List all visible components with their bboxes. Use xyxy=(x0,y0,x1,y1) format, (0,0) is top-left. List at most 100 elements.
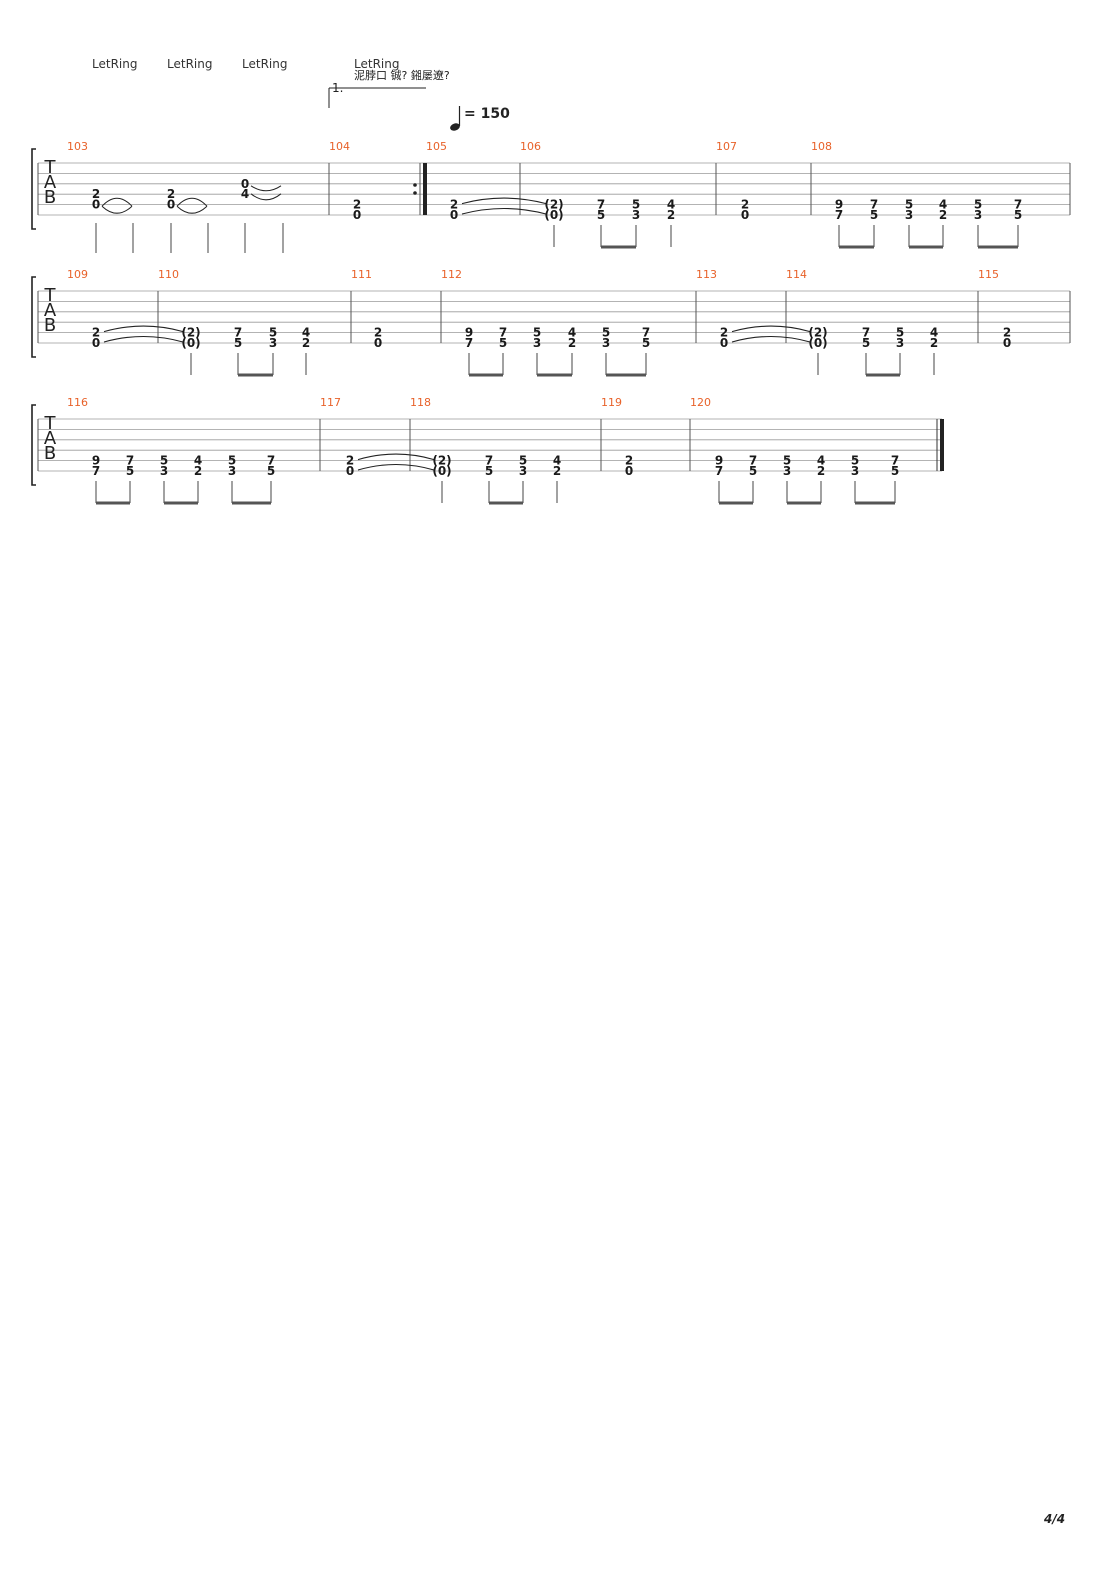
fret-number: 2 xyxy=(194,464,202,478)
fret-number: 2 xyxy=(302,336,310,350)
fret-number: 3 xyxy=(783,464,791,478)
fret-number: 4 xyxy=(568,326,576,340)
measure-number: 118 xyxy=(410,396,431,409)
tie xyxy=(731,336,811,343)
measure-number: 106 xyxy=(520,140,541,153)
repeat-dot xyxy=(413,191,417,195)
measure-number: 113 xyxy=(696,268,717,281)
fret-number: 5 xyxy=(602,326,610,340)
let-ring-label: LetRing xyxy=(242,57,287,71)
fret-number: 7 xyxy=(862,326,870,340)
fret-number: 9 xyxy=(465,326,473,340)
tie xyxy=(101,205,133,214)
tab-system: TAB11697755342537511720118(2)(0)75534211… xyxy=(31,396,944,505)
fret-number: 2 xyxy=(92,326,100,340)
fret-number: 4 xyxy=(939,198,947,212)
fret-number: 0 xyxy=(374,336,382,350)
fret-number: 7 xyxy=(126,454,134,468)
measure-number: 109 xyxy=(67,268,88,281)
fret-number: 4 xyxy=(930,326,938,340)
fret-number: (2) xyxy=(432,454,451,468)
fret-number: 5 xyxy=(228,454,236,468)
fret-number: 0 xyxy=(625,464,633,478)
fret-number: 5 xyxy=(862,336,870,350)
fret-number: 9 xyxy=(835,198,843,212)
fret-number: 5 xyxy=(974,198,982,212)
fret-number: 3 xyxy=(533,336,541,350)
tie xyxy=(461,207,547,215)
fret-number: 3 xyxy=(905,208,913,222)
fret-number: 3 xyxy=(896,336,904,350)
measure-number: 115 xyxy=(978,268,999,281)
fret-number: (2) xyxy=(544,198,563,212)
fret-number: 2 xyxy=(450,198,458,212)
measure-number: 120 xyxy=(690,396,711,409)
fret-number: 2 xyxy=(353,198,361,212)
fret-number: 5 xyxy=(499,336,507,350)
measure-number: 103 xyxy=(67,140,88,153)
fret-number: 0 xyxy=(1003,336,1011,350)
fret-number: 7 xyxy=(835,208,843,222)
fret-number: 5 xyxy=(632,198,640,212)
fret-number: 4 xyxy=(817,454,825,468)
fret-number: 7 xyxy=(267,454,275,468)
fret-number: 0 xyxy=(353,208,361,222)
fret-number: 3 xyxy=(228,464,236,478)
fret-number: 5 xyxy=(519,454,527,468)
fret-number: 0 xyxy=(346,464,354,478)
fret-number: 7 xyxy=(499,326,507,340)
fret-number: (2) xyxy=(181,326,200,340)
tab-clef-letter: T xyxy=(44,413,57,434)
fret-number: 4 xyxy=(553,454,561,468)
fret-number: 5 xyxy=(126,464,134,478)
measure-number: 105 xyxy=(426,140,447,153)
measure-number: 112 xyxy=(441,268,462,281)
fret-number: 5 xyxy=(533,326,541,340)
fret-number: 3 xyxy=(851,464,859,478)
measure-number: 114 xyxy=(786,268,807,281)
tab-clef-letter: B xyxy=(44,187,56,208)
fret-number: (0) xyxy=(181,336,200,350)
fret-number: 9 xyxy=(92,454,100,468)
fret-number: 3 xyxy=(519,464,527,478)
system-brace xyxy=(31,148,36,230)
fret-number: 5 xyxy=(891,464,899,478)
fret-number: 2 xyxy=(92,187,100,201)
fret-number: 7 xyxy=(715,464,723,478)
tie xyxy=(176,205,208,214)
tie xyxy=(250,185,282,192)
fret-number: 5 xyxy=(597,208,605,222)
fret-number: 2 xyxy=(720,326,728,340)
measure-number: 116 xyxy=(67,396,88,409)
fret-number: (2) xyxy=(808,326,827,340)
tab-clef-letter: A xyxy=(44,300,57,321)
fret-number: 9 xyxy=(715,454,723,468)
fret-number: 0 xyxy=(92,336,100,350)
tie xyxy=(731,325,811,333)
measure-number: 104 xyxy=(329,140,350,153)
repeat-start-barline xyxy=(423,163,427,215)
fret-number: 0 xyxy=(167,198,175,212)
fret-number: 5 xyxy=(269,326,277,340)
tab-clef-letter: B xyxy=(44,443,56,464)
tab-clef-letter: A xyxy=(44,428,57,449)
fret-number: 3 xyxy=(160,464,168,478)
fret-number: 3 xyxy=(269,336,277,350)
fret-number: 7 xyxy=(92,464,100,478)
fret-number: 5 xyxy=(485,464,493,478)
fret-number: 7 xyxy=(891,454,899,468)
fret-number: 0 xyxy=(720,336,728,350)
tab-system: TAB1032020041042010520106(2)(0)755342107… xyxy=(31,140,1071,253)
fret-number: 7 xyxy=(749,454,757,468)
fret-number: (0) xyxy=(432,464,451,478)
measure-number: 111 xyxy=(351,268,372,281)
fret-number: (0) xyxy=(808,336,827,350)
fret-number: 3 xyxy=(632,208,640,222)
fret-number: 5 xyxy=(642,336,650,350)
tie xyxy=(101,197,133,207)
tie xyxy=(103,335,184,343)
fret-number: 7 xyxy=(597,198,605,212)
tie xyxy=(357,453,435,461)
fret-number: 2 xyxy=(817,464,825,478)
fret-number: 2 xyxy=(568,336,576,350)
